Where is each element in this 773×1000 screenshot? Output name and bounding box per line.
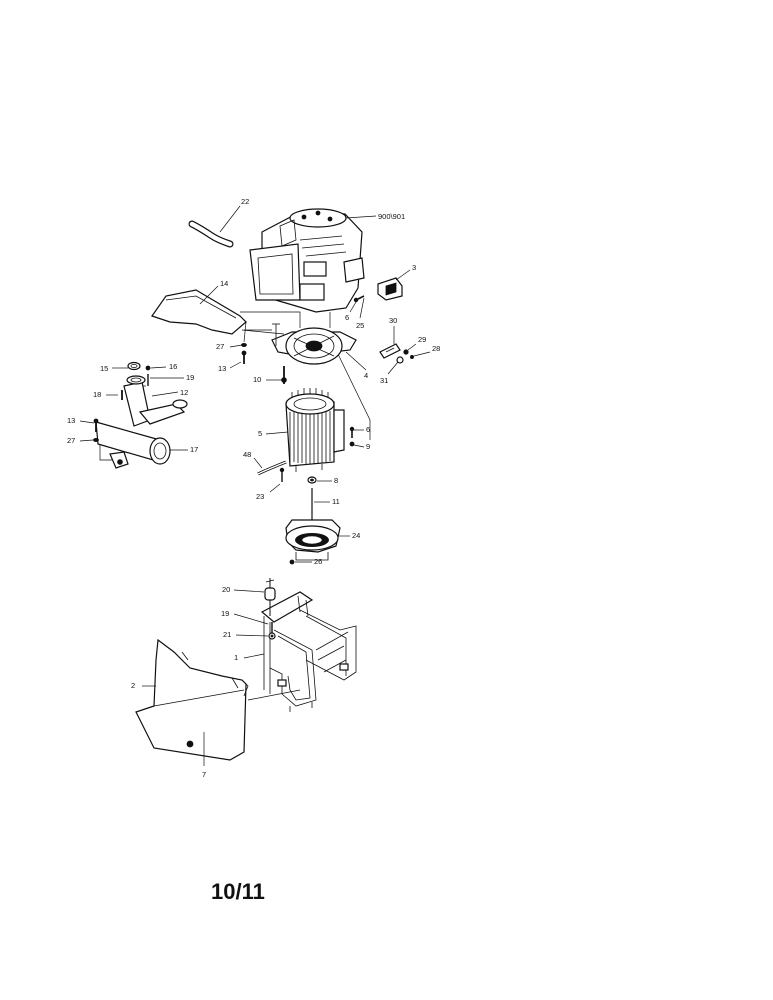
callout-27a: 27 bbox=[216, 342, 224, 351]
callout-1: 1 bbox=[234, 653, 238, 662]
callout-25: 25 bbox=[356, 321, 364, 330]
callout-30: 30 bbox=[389, 316, 397, 325]
callout-27b: 27 bbox=[67, 436, 75, 445]
callout-24: 24 bbox=[352, 531, 360, 540]
washer-21-part bbox=[268, 632, 276, 640]
callout-21: 21 bbox=[223, 630, 231, 639]
callout-13b: 13 bbox=[67, 416, 75, 425]
callout-8: 8 bbox=[334, 476, 338, 485]
callout-48: 48 bbox=[243, 450, 251, 459]
callout-20: 20 bbox=[222, 585, 230, 594]
callout-4: 4 bbox=[364, 371, 368, 380]
callout-28: 28 bbox=[432, 344, 440, 353]
stator-part bbox=[285, 388, 345, 472]
callout-6b: 6 bbox=[366, 425, 370, 434]
spacer-20-part bbox=[264, 578, 276, 616]
callout-9: 9 bbox=[366, 442, 370, 451]
callout-16: 16 bbox=[169, 362, 177, 371]
muffler-assembly bbox=[95, 375, 188, 469]
screw-26-part bbox=[289, 559, 295, 565]
assembly-guide-lines bbox=[99, 311, 371, 701]
base-panel-part bbox=[135, 638, 249, 761]
frame-part bbox=[260, 591, 357, 712]
through-bolt-part bbox=[309, 488, 315, 525]
callout-31: 31 bbox=[380, 376, 388, 385]
engine-assembly bbox=[249, 208, 365, 313]
washer-27a-part bbox=[241, 342, 247, 347]
callout-19a: 19 bbox=[186, 373, 194, 382]
page-number: 10/11 bbox=[211, 879, 265, 904]
fan-cover-part bbox=[285, 519, 341, 561]
callout-22: 22 bbox=[241, 197, 249, 206]
screw-9-part bbox=[349, 441, 355, 447]
bracket-3-part bbox=[377, 277, 403, 301]
callout-12: 12 bbox=[180, 388, 188, 397]
callout-17: 17 bbox=[190, 445, 198, 454]
gasket-15-part bbox=[127, 361, 141, 371]
screw-13a-part bbox=[241, 350, 247, 364]
heat-shield-part bbox=[151, 289, 247, 335]
fuel-hose-part bbox=[188, 220, 234, 248]
callout-5: 5 bbox=[258, 429, 262, 438]
callout-14: 14 bbox=[220, 279, 228, 288]
callout-11: 11 bbox=[332, 497, 340, 506]
fastener-23-part bbox=[279, 467, 285, 482]
screw-13b-part bbox=[93, 418, 99, 432]
washer-8-part bbox=[307, 476, 317, 484]
end-bell-part bbox=[271, 323, 357, 365]
fastener-29-28-part bbox=[396, 349, 414, 364]
callout-18: 18 bbox=[93, 390, 101, 399]
callout-10: 10 bbox=[253, 375, 261, 384]
washer-27b-part bbox=[93, 437, 99, 442]
callout-13a: 13 bbox=[218, 364, 226, 373]
callout-29: 29 bbox=[418, 335, 426, 344]
callout-23: 23 bbox=[256, 492, 264, 501]
callout-6a: 6 bbox=[345, 313, 349, 322]
callout-15: 15 bbox=[100, 364, 108, 373]
callout-19b: 19 bbox=[221, 609, 229, 618]
wire-harness-part bbox=[257, 460, 287, 476]
callout-2: 2 bbox=[131, 681, 135, 690]
nut-16-part bbox=[145, 365, 151, 371]
bracket-30-part bbox=[379, 343, 401, 359]
screw-6b-part bbox=[349, 426, 355, 438]
screw-6-part bbox=[353, 295, 365, 303]
callout-engine: 900\901 bbox=[378, 212, 405, 221]
callout-26: 26 bbox=[314, 557, 322, 566]
callout-3: 3 bbox=[412, 263, 416, 272]
callout-7: 7 bbox=[202, 770, 206, 779]
bolt-10-part bbox=[281, 366, 287, 384]
